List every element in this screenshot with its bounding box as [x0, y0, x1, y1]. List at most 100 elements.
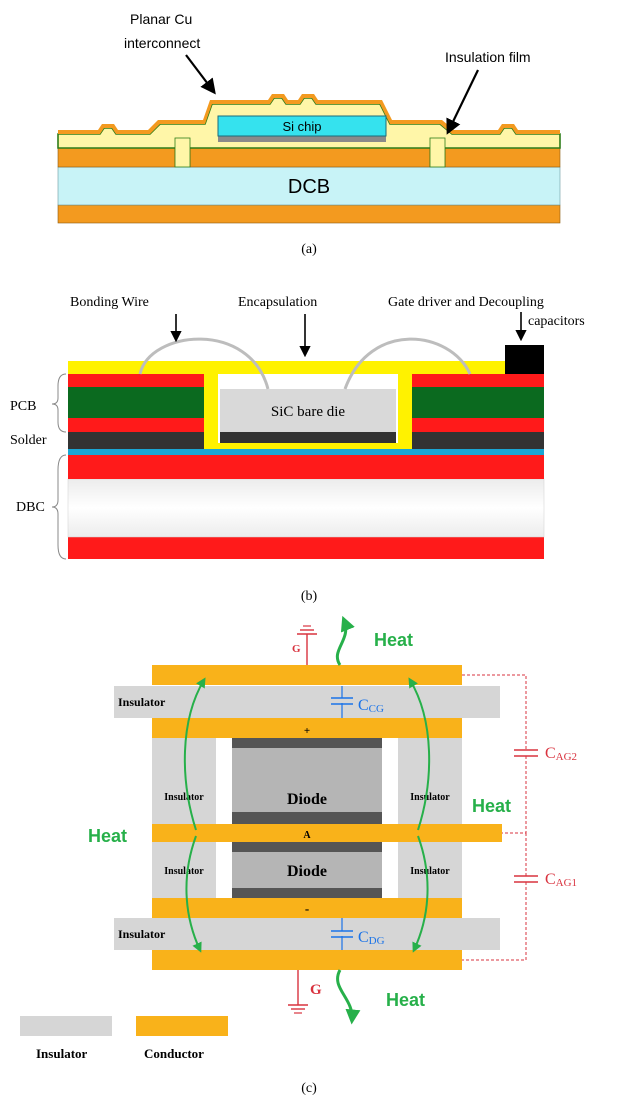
c-side-insulator-bl: [152, 842, 216, 898]
c-cap-ag2-sub: AG2: [556, 751, 577, 763]
c-label-g-bottom: G: [310, 982, 322, 998]
c-cap-ag2-label: CAG2: [545, 745, 577, 763]
c-conductor-plus: [152, 718, 462, 738]
c-diode-lower-bottom-metal: [232, 888, 382, 898]
c-label-insulator-tr: Insulator: [410, 792, 450, 803]
a-arrow-interconnect: [185, 54, 216, 95]
c-diode-lower-body: [232, 852, 382, 888]
c-label-insulator-br: Insulator: [410, 866, 450, 877]
c-heat-arrow-top-icon: [336, 615, 355, 666]
b-bonding-wire-left: [138, 337, 270, 390]
c-cap-cg-main: C: [358, 697, 369, 714]
b-pcb-right-green: [412, 387, 544, 418]
c-conductor-minus: [152, 898, 462, 918]
b-pcb-left-green: [68, 387, 204, 418]
a-top-copper-left: [57, 147, 176, 168]
b-pcb-left-red-bottom: [68, 418, 204, 432]
a-label-dcb: DCB: [288, 176, 330, 198]
a-label-insulation: Insulation film: [445, 49, 531, 65]
c-ground-top-icon: [297, 625, 317, 665]
b-label-solder: Solder: [10, 433, 47, 448]
c-cap-cg-gap: [332, 698, 352, 703]
b-gate-driver-block: [505, 345, 544, 374]
c-legend-insulator-swatch: [20, 1016, 112, 1036]
c-label-insulator-bl: Insulator: [164, 866, 204, 877]
c-label-g-top: G: [292, 643, 301, 655]
c-diode-upper-body: [232, 748, 382, 812]
b-label-gate-2: capacitors: [528, 314, 585, 329]
b-dbc-ceramic: [67, 478, 545, 538]
a-arrow-insulation: [446, 69, 479, 135]
c-insulator-top: [114, 686, 500, 718]
c-label-heat-bottom: Heat: [386, 990, 425, 1010]
c-label-insulator-bottom: Insulator: [118, 927, 166, 941]
a-label-chip: Si chip: [282, 119, 321, 134]
c-heat-arrow-left-up-icon: [183, 677, 206, 831]
panel-b: SiC bare die Bonding Wire Encapsulation …: [10, 295, 585, 604]
c-label-diode-lower: Diode: [287, 863, 327, 880]
c-cap-dg-label: CDG: [358, 929, 385, 947]
c-insulator-bottom: [114, 918, 500, 950]
panel-c: Diode Diode + A - Insulator Insulator In…: [20, 615, 577, 1096]
c-heat-arrow-bottom-icon: [336, 969, 361, 1025]
c-conductor-a: [152, 824, 502, 842]
c-label-diode-upper: Diode: [287, 791, 327, 808]
c-cap-ag1-main: C: [545, 871, 556, 888]
panel-a: Si chip DCB Planar Cu interconnect Insul…: [57, 11, 561, 257]
c-heat-arrow-left-down-icon: [185, 835, 202, 953]
a-dcb-ceramic: [57, 166, 561, 206]
c-legend-conductor-swatch: [136, 1016, 228, 1036]
c-dashed-top: [462, 674, 527, 750]
b-dbc-top-copper: [68, 455, 544, 479]
c-dashed-bottom: [462, 882, 527, 961]
a-si-chip: [217, 115, 387, 137]
c-dashed-mid-1: [502, 756, 527, 834]
c-diode-lower-top-metal: [232, 842, 382, 852]
b-dbc-bottom-copper: [68, 537, 544, 559]
c-side-insulator-tr: [398, 738, 462, 824]
c-label-insulator-top: Insulator: [118, 695, 166, 709]
c-conductor-bottom: [152, 950, 462, 970]
b-label-encapsulation: Encapsulation: [238, 295, 317, 310]
b-label-pcb: PCB: [10, 399, 36, 414]
b-encap-cavity-base: [204, 443, 412, 449]
a-via-right: [429, 137, 446, 168]
a-planar-cu-layer: [58, 94, 560, 134]
c-label-heat-left: Heat: [88, 826, 127, 846]
a-bottom-copper: [57, 204, 561, 224]
a-top-copper-mid: [189, 147, 431, 168]
c-label-heat-right: Heat: [472, 796, 511, 816]
b-solder-right: [412, 432, 544, 449]
b-sic-die: [220, 389, 396, 432]
b-pcb-left-red-top: [68, 374, 204, 387]
b-encapsulation: [68, 361, 544, 449]
c-diode-upper-bottom-metal: [232, 812, 382, 824]
c-legend-conductor-label: Conductor: [144, 1046, 204, 1061]
b-label-die: SiC bare die: [271, 404, 345, 420]
c-cap-dg-gap: [332, 931, 352, 936]
c-conductor-top: [152, 665, 462, 685]
b-pcb-right-red-top: [412, 374, 544, 387]
c-label-a: A: [303, 830, 311, 841]
c-ground-bottom-icon: [288, 970, 308, 1014]
b-caption: (b): [301, 589, 318, 604]
c-cap-ag1-sub: AG1: [556, 877, 577, 889]
b-die-attach: [220, 432, 396, 443]
a-label-interconnect-2: interconnect: [124, 35, 200, 51]
b-label-bonding: Bonding Wire: [70, 295, 149, 310]
b-label-gate-1: Gate driver and Decoupling: [388, 295, 544, 310]
c-cap-dg-main: C: [358, 929, 369, 946]
c-cap-dg-sub: DG: [369, 935, 385, 947]
c-diode-upper-top-metal: [232, 738, 382, 748]
a-chip-base: [218, 136, 386, 142]
b-brace-dbc: [51, 454, 67, 560]
c-label-insulator-tl: Insulator: [164, 792, 204, 803]
b-brace-pcb: [51, 373, 67, 433]
a-top-copper-right: [444, 147, 561, 168]
c-side-insulator-tl: [152, 738, 216, 824]
c-heat-arrow-right-down-icon: [412, 835, 429, 953]
b-label-dbc: DBC: [16, 500, 45, 515]
c-side-insulator-br: [398, 842, 462, 898]
c-label-minus: -: [305, 901, 309, 916]
